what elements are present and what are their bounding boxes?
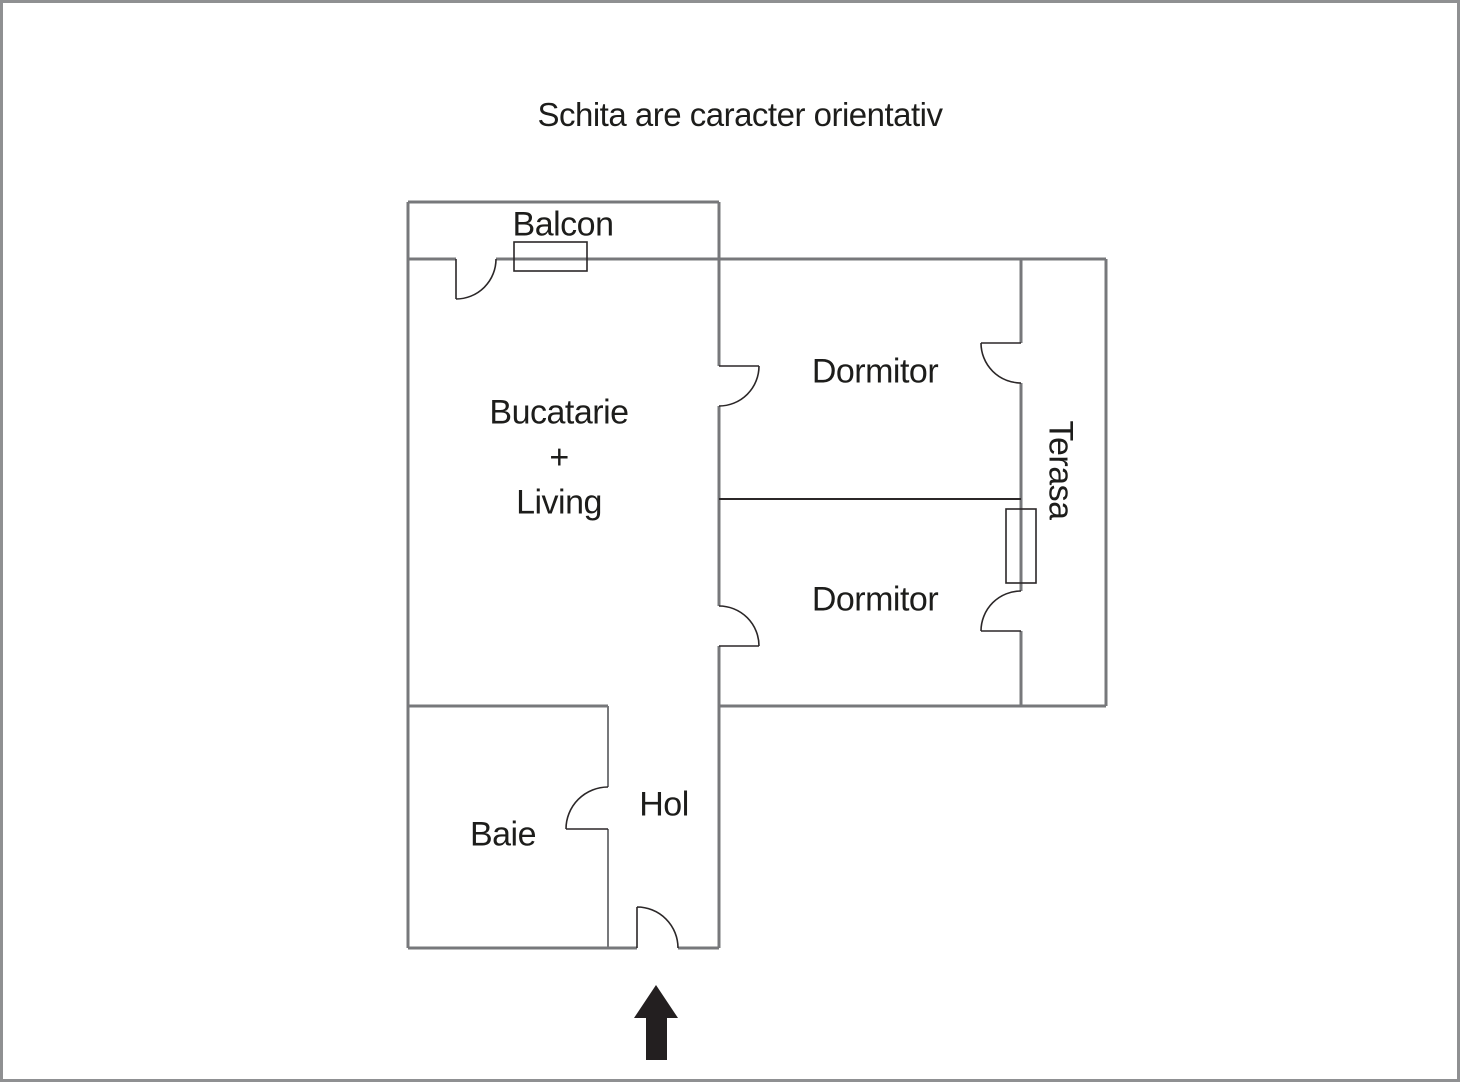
room-label-bucatarie-living: Bucatarie + Living bbox=[489, 391, 629, 526]
living-line: Living bbox=[516, 483, 602, 522]
entrance-door-icon bbox=[636, 906, 679, 949]
room-label-dormitor-bottom: Dormitor bbox=[811, 580, 939, 619]
bucatarie-line: Bucatarie bbox=[489, 393, 629, 432]
terasa-bottom-door-icon bbox=[980, 590, 1022, 632]
floor-plan-drawing bbox=[406, 200, 1108, 1060]
bathroom-door-icon bbox=[565, 786, 609, 830]
room-label-terasa: Terasa bbox=[1041, 420, 1080, 520]
terasa-top-door-icon bbox=[980, 342, 1022, 384]
room-label-balcon: Balcon bbox=[512, 205, 614, 244]
bedroom-top-door-icon bbox=[718, 365, 760, 407]
plan-title: Schita are caracter orientativ bbox=[537, 95, 943, 133]
entrance-arrow-icon bbox=[634, 985, 678, 1060]
balcony-door-icon bbox=[455, 258, 497, 300]
room-label-dormitor-top: Dormitor bbox=[811, 352, 939, 391]
bedroom-bottom-door-icon bbox=[718, 605, 760, 647]
walls bbox=[406, 200, 1108, 950]
plus-line: + bbox=[549, 438, 569, 477]
windows bbox=[513, 241, 1037, 584]
room-label-hol: Hol bbox=[639, 785, 689, 824]
room-label-baie: Baie bbox=[469, 815, 537, 854]
balcony-window-icon bbox=[513, 241, 588, 272]
doors bbox=[455, 258, 1022, 949]
terasa-window-icon bbox=[1005, 508, 1037, 584]
